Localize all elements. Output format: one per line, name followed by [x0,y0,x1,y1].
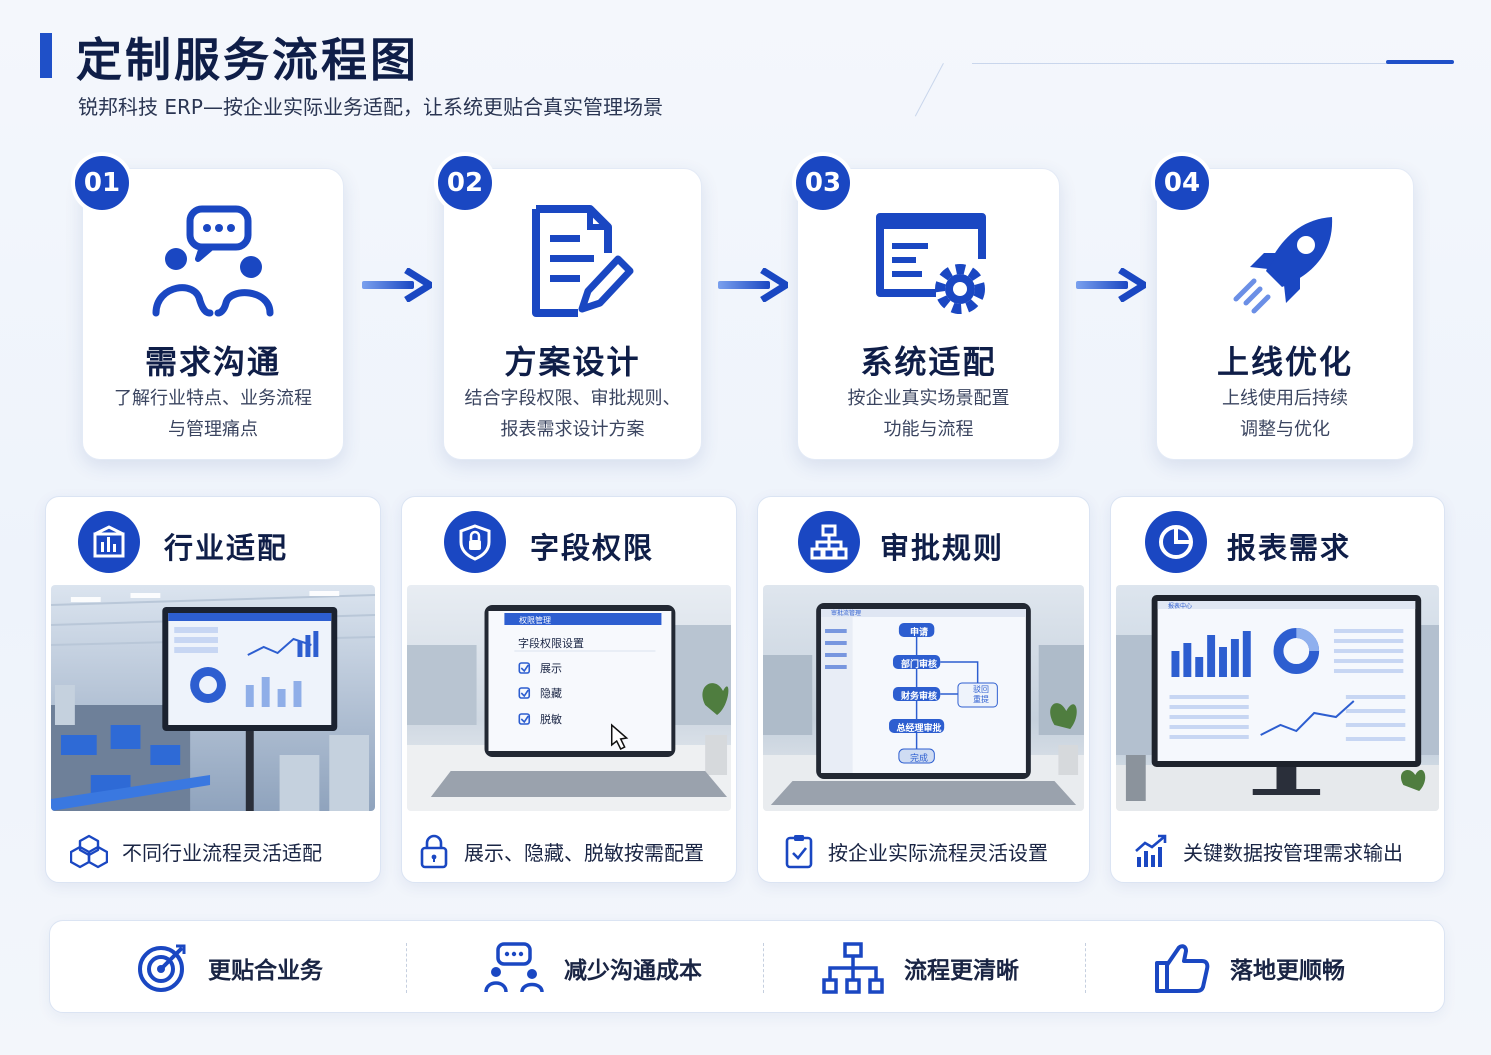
benefit-item: 减少沟通成本 [484,921,702,1014]
factory-monitor-photo [51,585,375,811]
feature-card-field-permission: 字段权限 权限管理 字段权限设置 展示 隐藏 脱敏 展示、隐藏、脱敏按需配置 [401,496,737,883]
step-card-4: 上线优化 上线使用后持续调整与优化 [1156,168,1414,460]
feature-title: 报表需求 [1227,531,1352,565]
decorative-line [972,63,1442,64]
benefit-item: 流程更清晰 [822,921,1019,1014]
title-accent-bar [40,33,52,78]
clipboard-check-icon [785,835,813,869]
flow-node: 部门审核 [900,660,937,670]
step-title: 方案设计 [504,343,641,381]
step-title: 系统适配 [860,343,997,381]
arrow-right-icon [1076,268,1146,302]
screen-option: 脱敏 [540,713,562,726]
screen-header: 字段权限设置 [518,637,584,650]
decorative-diagonal [914,63,944,117]
step-title: 上线优化 [1216,343,1353,381]
step-card-3: 系统适配 按企业真实场景配置功能与流程 [797,168,1060,460]
pie-chart-icon [1145,511,1207,573]
thumbs-up-icon [1155,943,1210,993]
step-number-badge: 04 [1155,156,1209,210]
chat-users-icon [152,205,274,317]
bar-trend-icon [1135,834,1167,867]
step-description: 按企业真实场景配置功能与流程 [847,388,1010,440]
step-description: 了解行业特点、业务流程与管理痛点 [114,388,312,440]
step-card-1: 需求沟通 了解行业特点、业务流程与管理痛点 [82,168,344,460]
screen-app-title: 权限管理 [519,616,551,625]
benefit-divider [763,943,764,993]
feature-title: 字段权限 [530,531,655,565]
laptop-approval-photo: 审批流管理 申请 部门审核 财务审核 总经理审批 完成 驳回重提 [763,585,1084,811]
feature-footer: 展示、隐藏、脱敏按需配置 [418,831,704,871]
rocket-icon [1233,217,1333,314]
feature-card-report: 报表需求 报表中心 关键数据按管理需求输出 [1110,496,1445,883]
screen-app-title: 审批流管理 [831,610,862,617]
screen-option: 隐藏 [540,687,562,700]
cubes-icon [70,834,108,869]
target-icon [138,944,186,992]
hierarchy-icon [822,941,884,994]
step-number-badge: 01 [75,156,129,210]
document-edit-icon [531,205,633,317]
chat-people-icon [484,941,544,992]
feature-title: 审批规则 [880,531,1005,565]
monitor-report-photo: 报表中心 [1116,585,1439,811]
flow-node: 申请 [909,628,928,638]
step-title: 需求沟通 [144,343,281,381]
feature-footer: 关键数据按管理需求输出 [1133,831,1403,871]
arrow-right-icon [718,268,788,302]
flow-side-node: 驳回重提 [973,685,989,704]
page-subtitle: 锐邦科技 ERP—按企业实际业务适配，让系统更贴合真实管理场景 [78,95,663,119]
feature-footer: 不同行业流程灵活适配 [70,831,322,871]
benefit-item: 更贴合业务 [136,921,323,1014]
shield-lock-icon [444,511,506,573]
screen-app-title: 报表中心 [1168,603,1193,610]
feature-title: 行业适配 [164,531,289,565]
decorative-accent [1386,60,1454,64]
monitor-gear-icon [875,213,986,314]
step-number-badge: 03 [796,156,850,210]
flow-node: 完成 [909,754,928,764]
org-chart-icon [798,511,860,573]
benefit-item: 落地更顺畅 [1154,921,1345,1014]
step-number-badge: 02 [438,156,492,210]
step-description: 上线使用后持续调整与优化 [1222,388,1348,440]
feature-card-industry: 行业适配 不同行业流程灵活适配 [45,496,381,883]
padlock-icon [420,834,448,869]
benefit-divider [406,943,407,993]
benefits-bar: 更贴合业务 减少沟通成本 流程更清晰 落地更顺畅 [49,920,1445,1013]
flow-node: 总经理审批 [896,724,942,734]
feature-card-approval-rules: 审批规则 审批流管理 申请 部门审核 财务审核 总经理审批 完成 驳回重提 按企… [757,496,1090,883]
benefit-divider [1085,943,1086,993]
building-chart-icon [78,511,140,573]
arrow-right-icon [362,268,432,302]
flow-node: 财务审核 [900,692,937,702]
screen-option: 展示 [540,662,562,675]
page-title: 定制服务流程图 [76,33,419,87]
step-description: 结合字段权限、审批规则、报表需求设计方案 [464,388,681,440]
step-card-2: 方案设计 结合字段权限、审批规则、报表需求设计方案 [443,168,702,460]
laptop-permission-photo: 权限管理 字段权限设置 展示 隐藏 脱敏 [407,585,731,811]
feature-footer: 按企业实际流程灵活设置 [784,831,1048,871]
